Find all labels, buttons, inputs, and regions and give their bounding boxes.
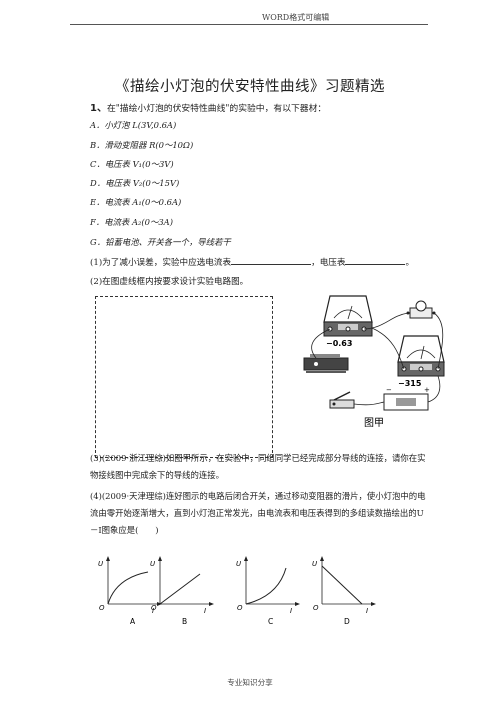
graph-c: U I O C	[236, 556, 300, 626]
header-divider	[70, 24, 428, 25]
option-d: D．电压表 V₂(0～15V)	[90, 178, 180, 188]
x-axis-arrow	[209, 602, 214, 606]
x-axis-arrow	[371, 602, 376, 606]
circuit-design-box	[95, 296, 273, 458]
origin-label: O	[151, 604, 157, 612]
y-axis-label: U	[150, 560, 155, 568]
x-axis-arrow	[157, 602, 162, 606]
page-header: WORD格式可编辑	[262, 13, 330, 22]
origin-label: O	[99, 604, 105, 612]
option-f: F．电流表 A₂(0～3A)	[90, 217, 173, 227]
part-4-text: (4)(2009·天津理综)连好图示的电路后闭合开关，通过移动变阻器的滑片，使小…	[90, 491, 426, 535]
ui-curve	[159, 573, 201, 605]
origin-label: O	[313, 604, 319, 612]
graph-label: C	[268, 617, 273, 626]
ui-curve	[107, 571, 149, 605]
voltmeter-icon	[397, 335, 445, 377]
part-3-text: (3)(2009·浙江理综)如图甲所示，在实验中，同组同学已经完成部分导线的连接…	[90, 453, 426, 480]
part-2-text: (2)在图虚线框内按要求设计实验电路图。	[90, 277, 249, 287]
part-1-voltmeter-text: ，电压表	[311, 258, 346, 268]
bulb-icon	[406, 300, 436, 319]
svg-text:−: −	[386, 386, 392, 394]
graph-label: D	[344, 617, 350, 626]
ammeter-icon	[323, 295, 373, 337]
page-title: 《描绘小灯泡的伏安特性曲线》习题精选	[115, 79, 385, 95]
y-axis-arrow	[244, 556, 248, 561]
part-1-line: (1)为了减小误差，实验中应选电流表 ，电压表 。	[90, 256, 414, 268]
y-axis-label: U	[98, 560, 103, 568]
option-b: B．滑动变阻器 R(0～10Ω)	[90, 140, 194, 150]
ammeter-scale-label: −0.63	[326, 339, 352, 348]
option-g: G．铅蓄电池、开关各一个，导线若干	[90, 237, 231, 247]
voltmeter-blank[interactable]	[345, 256, 406, 265]
y-axis-arrow	[320, 556, 324, 561]
graph-d: U I O D	[312, 556, 376, 626]
page-footer: 专业知识分享	[227, 678, 273, 687]
part-1-end: 。	[405, 258, 415, 268]
graph-label: B	[182, 617, 187, 626]
battery-icon: − +	[383, 386, 430, 411]
current-meter-blank[interactable]	[231, 256, 312, 265]
wiring-figure: −0.63 −315 − + 图甲	[303, 295, 445, 429]
voltmeter-scale-label: −315	[398, 379, 422, 388]
svg-text:+: +	[424, 386, 430, 394]
y-axis-arrow	[106, 556, 110, 561]
figure-caption: 图甲	[364, 417, 384, 429]
graph-label: A	[130, 617, 136, 626]
ui-curve	[321, 565, 363, 605]
question-number: 1、	[90, 103, 107, 114]
x-axis-label: I	[152, 607, 154, 615]
question-intro-text: 在"描绘小灯泡的伏安特性曲线"的实验中，有以下器材：	[106, 104, 327, 114]
option-a: A．小灯泡 L(3V,0.6A)	[90, 120, 177, 130]
x-axis-label: I	[366, 607, 368, 615]
x-axis-label: I	[290, 607, 292, 615]
y-axis-label: U	[312, 560, 317, 568]
option-e: E．电流表 A₁(0～0.6A)	[90, 197, 182, 207]
y-axis-label: U	[236, 560, 241, 568]
option-c: C．电压表 V₁(0～3V)	[90, 159, 174, 169]
ui-curve	[245, 567, 287, 605]
rheostat-icon	[303, 354, 349, 373]
switch-icon	[329, 391, 355, 409]
origin-label: O	[237, 604, 243, 612]
x-axis-label: I	[204, 607, 206, 615]
question-1-intro: 1、在"描绘小灯泡的伏安特性曲线"的实验中，有以下器材：	[90, 99, 326, 114]
y-axis-arrow	[158, 556, 162, 561]
part-1-text: (1)为了减小误差，实验中应选电流表	[90, 258, 232, 268]
x-axis-arrow	[295, 602, 300, 606]
